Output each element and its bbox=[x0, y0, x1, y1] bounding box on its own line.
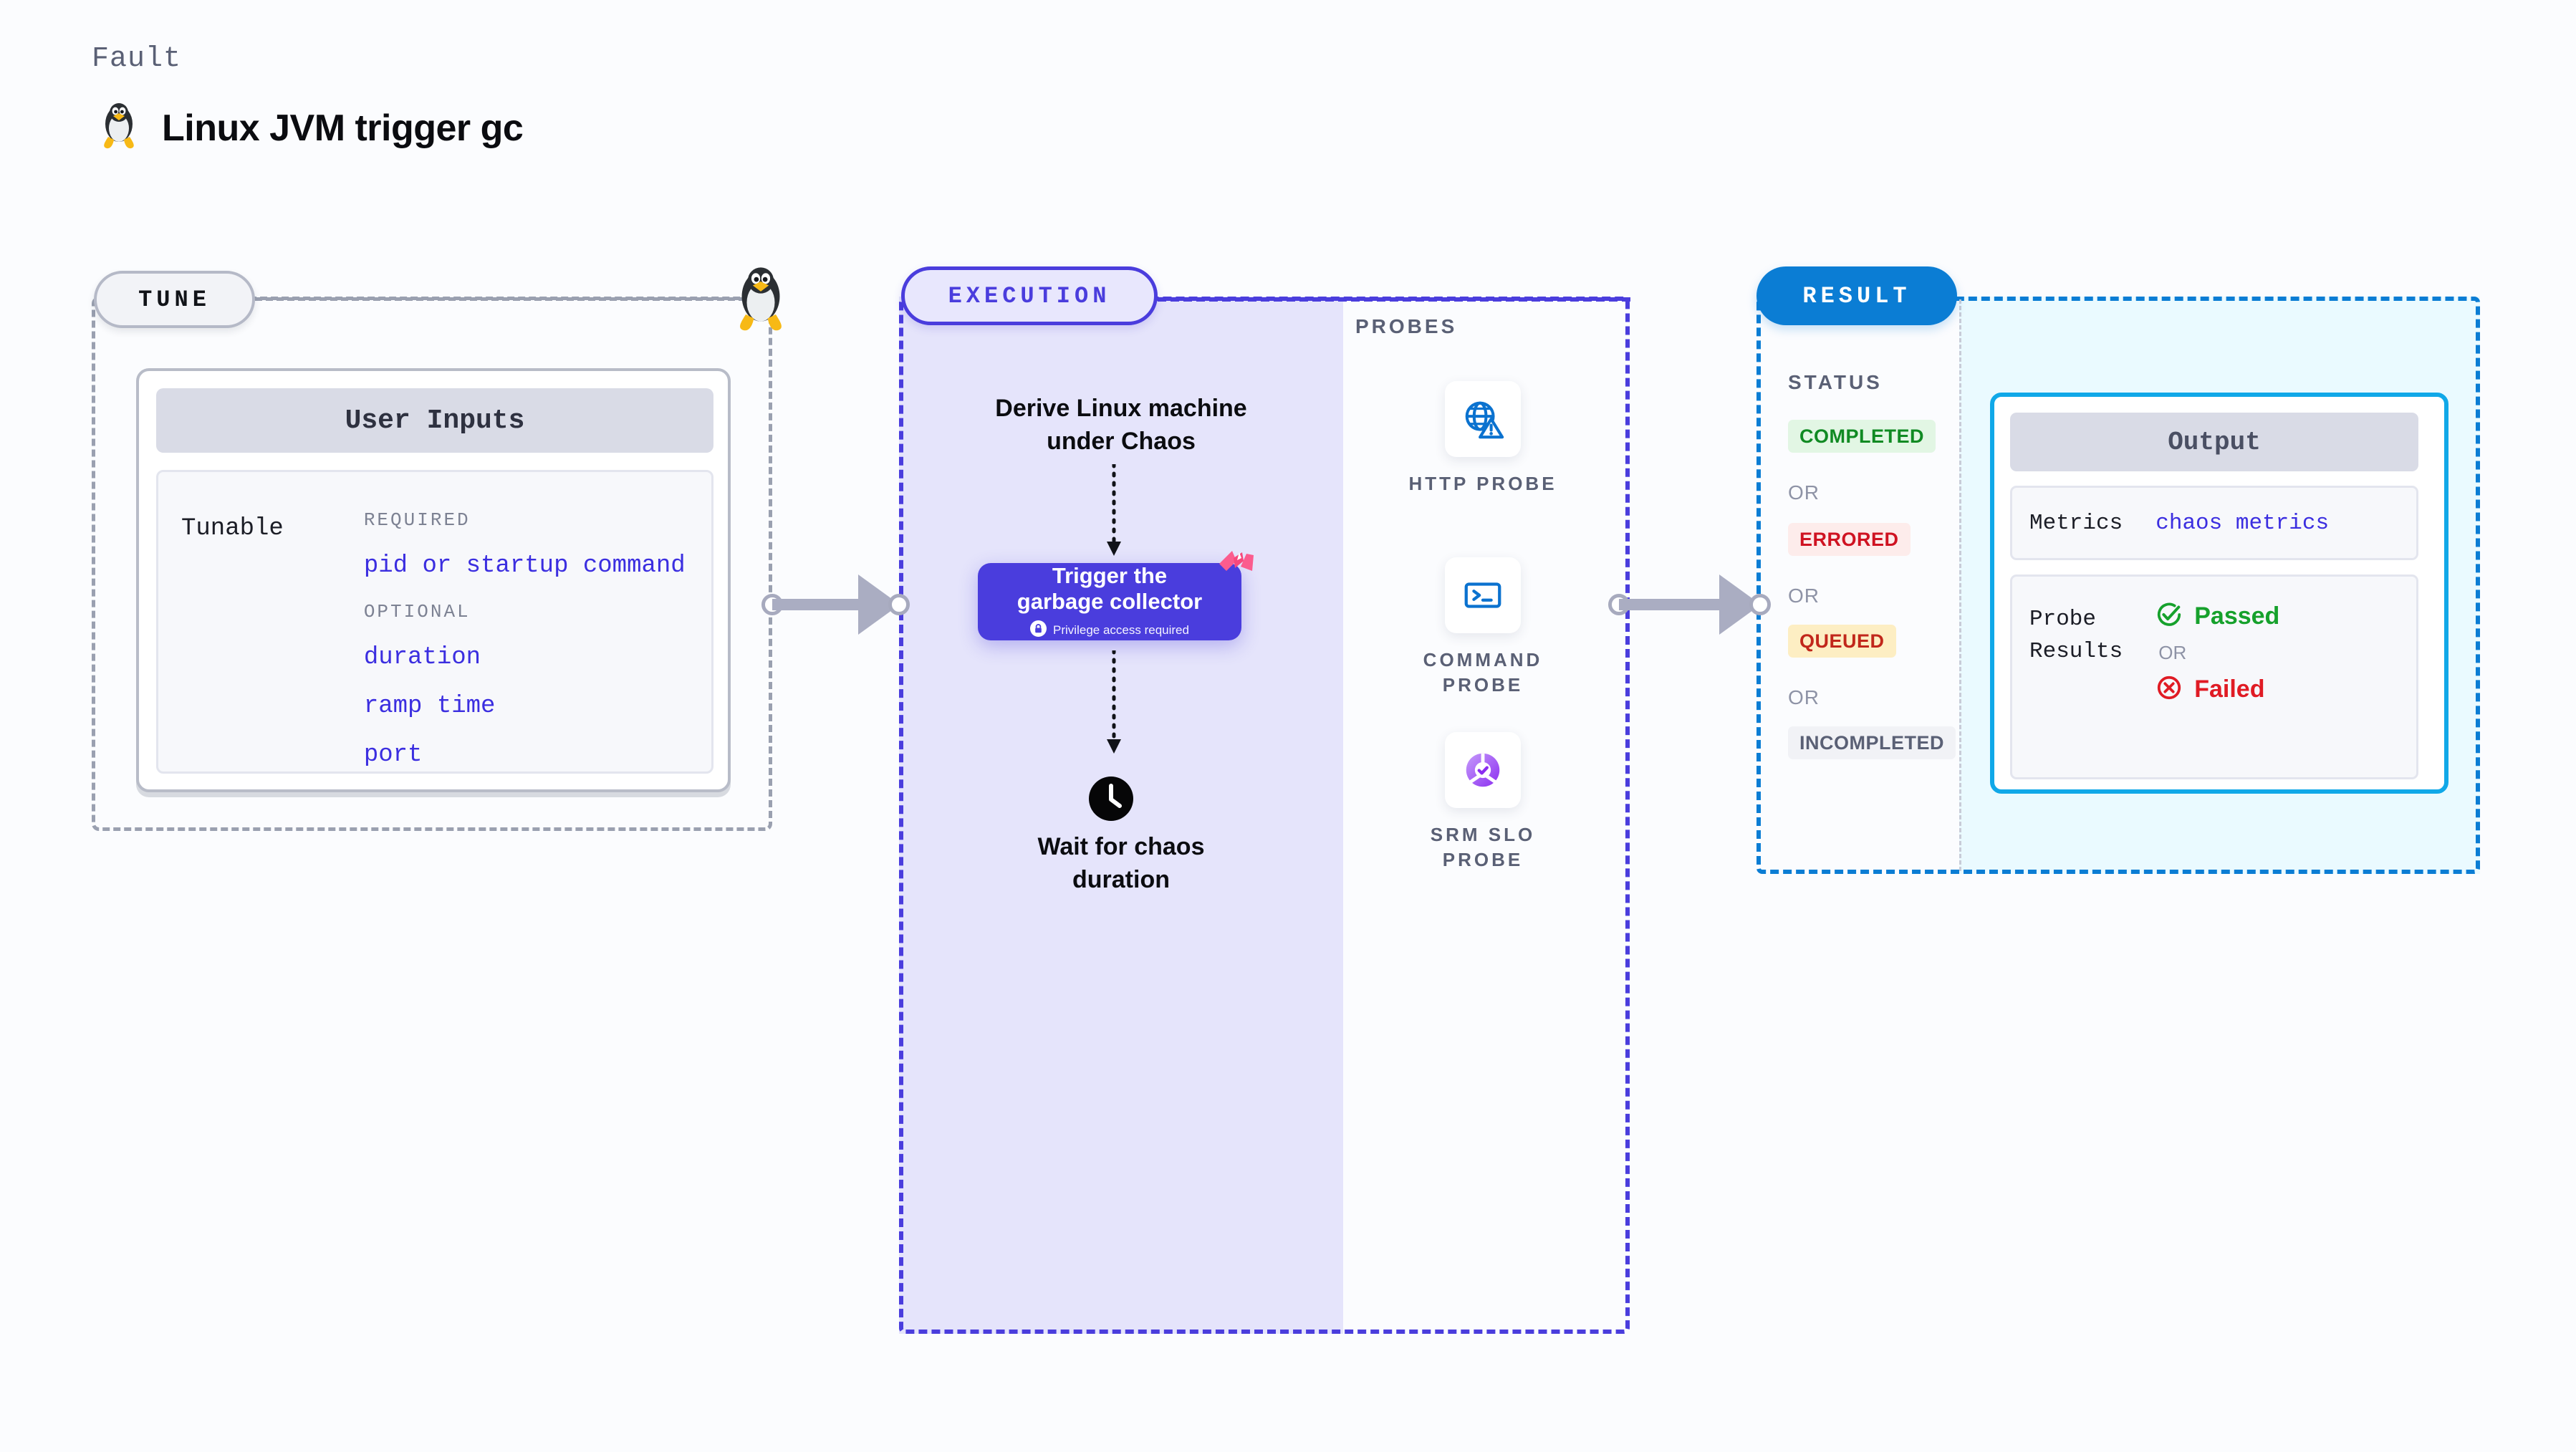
or-separator: OR bbox=[1788, 585, 1820, 607]
harness-ribbon-icon bbox=[1218, 549, 1255, 581]
probe-http[interactable]: HTTP PROBE bbox=[1390, 381, 1576, 496]
probe-command[interactable]: COMMAND PROBE bbox=[1390, 557, 1576, 698]
probe-results-values: Passed OR Failed bbox=[2156, 601, 2279, 777]
globe-warning-icon bbox=[1445, 381, 1521, 457]
probe-results-row: Probe Results Passed OR bbox=[2010, 574, 2418, 779]
status-label: STATUS bbox=[1788, 371, 1883, 393]
tunable-item[interactable]: pid or startup command bbox=[363, 552, 686, 580]
probes-label: PROBES bbox=[1355, 315, 1458, 337]
execution-pill[interactable]: EXECUTION bbox=[901, 266, 1158, 325]
tunable-row: Tunable REQUIRED pid or startup command … bbox=[156, 470, 713, 774]
connector-dot bbox=[888, 594, 910, 615]
lock-icon bbox=[1030, 620, 1047, 640]
page-title: Linux JVM trigger gc bbox=[162, 107, 524, 149]
tune-top-dashed-line bbox=[255, 297, 756, 301]
tune-pill[interactable]: TUNE bbox=[94, 271, 255, 328]
clock-icon bbox=[1089, 777, 1133, 824]
probe-label: SRM SLO PROBE bbox=[1430, 824, 1536, 871]
action-card-trigger-gc[interactable]: Trigger the garbage collector Privilege … bbox=[978, 563, 1241, 640]
probe-result-failed-label: Failed bbox=[2194, 675, 2265, 703]
or-separator: OR bbox=[1788, 481, 1820, 504]
status-badge-incompleted: INCOMPLETED bbox=[1788, 726, 1956, 759]
check-circle-icon bbox=[2156, 601, 2183, 632]
execution-top-dashed-line bbox=[1158, 297, 1630, 302]
tunable-row-label: Tunable bbox=[181, 515, 284, 542]
page-header: Fault Linux JVM trigger gc bbox=[92, 43, 524, 153]
result-divider bbox=[1959, 299, 1961, 871]
linux-penguin-icon bbox=[99, 102, 139, 153]
status-badge-completed: COMPLETED bbox=[1788, 420, 1936, 453]
tunable-item[interactable]: duration bbox=[363, 644, 481, 671]
page-title-row: Linux JVM trigger gc bbox=[99, 102, 524, 153]
privilege-note: Privilege access required bbox=[1030, 620, 1189, 640]
or-separator: OR bbox=[2158, 642, 2187, 663]
probe-result-failed: Failed bbox=[2156, 674, 2279, 705]
step-derive-label: Derive Linux machine under Chaos bbox=[995, 395, 1247, 455]
slo-donut-check-icon bbox=[1445, 732, 1521, 808]
output-header: Output bbox=[2010, 413, 2418, 471]
probe-results-key: Probe Results bbox=[2029, 607, 2123, 664]
status-badge-errored: ERRORED bbox=[1788, 523, 1911, 556]
step-wait-label: Wait for chaos duration bbox=[1037, 833, 1205, 893]
output-card: Output Metrics chaos metrics Probe Resul… bbox=[1990, 393, 2448, 794]
or-separator: OR bbox=[1788, 686, 1820, 708]
tunable-item[interactable]: ramp time bbox=[363, 693, 496, 720]
connector-dot bbox=[1749, 594, 1771, 615]
user-inputs-header: User Inputs bbox=[156, 388, 713, 453]
terminal-icon bbox=[1445, 557, 1521, 633]
linux-penguin-icon bbox=[733, 265, 789, 334]
probe-srm-slo[interactable]: SRM SLO PROBE bbox=[1390, 732, 1576, 872]
tunable-item[interactable]: port bbox=[363, 741, 423, 769]
probe-result-passed-label: Passed bbox=[2194, 602, 2280, 630]
metrics-value[interactable]: chaos metrics bbox=[2156, 510, 2330, 536]
metrics-row: Metrics chaos metrics bbox=[2010, 486, 2418, 560]
result-pill[interactable]: RESULT bbox=[1756, 266, 1957, 325]
arrow-derive-to-trigger bbox=[1107, 464, 1121, 556]
arrow-trigger-to-wait bbox=[1107, 650, 1121, 754]
probe-label: HTTP PROBE bbox=[1408, 473, 1557, 494]
eyebrow-label: Fault bbox=[92, 43, 182, 75]
connector-line bbox=[772, 599, 862, 610]
group-heading-required: REQUIRED bbox=[363, 509, 471, 531]
connector-line bbox=[1619, 599, 1725, 610]
x-circle-icon bbox=[2156, 674, 2183, 705]
probe-result-passed: Passed bbox=[2156, 601, 2279, 632]
metrics-key: Metrics bbox=[2029, 510, 2123, 536]
user-inputs-card: User Inputs Tunable REQUIRED pid or star… bbox=[136, 368, 731, 792]
tunable-values: REQUIRED pid or startup command OPTIONAL… bbox=[364, 509, 686, 771]
privilege-note-text: Privilege access required bbox=[1053, 623, 1189, 638]
probe-label: COMMAND PROBE bbox=[1423, 649, 1543, 696]
action-title: Trigger the garbage collector bbox=[1017, 562, 1203, 614]
group-heading-optional: OPTIONAL bbox=[363, 601, 471, 622]
status-badge-queued: QUEUED bbox=[1788, 625, 1896, 658]
